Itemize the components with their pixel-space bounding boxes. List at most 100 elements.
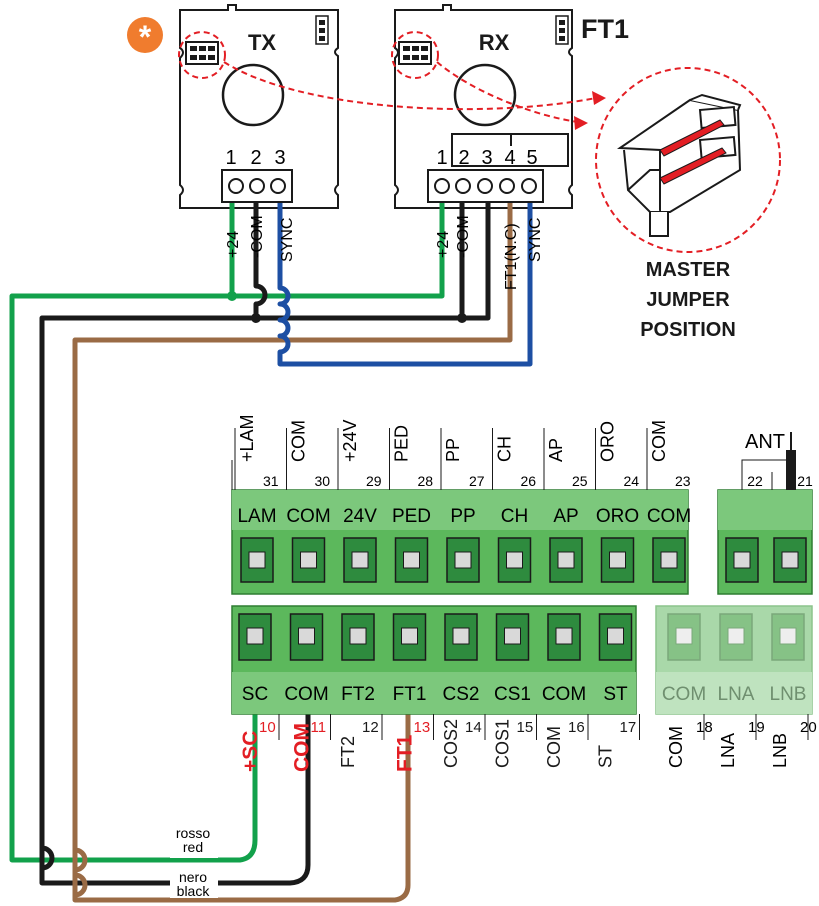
upper-terminal-number: 25 [572,473,588,489]
upper-terminal-slot [240,537,274,583]
black-wire [39,203,491,886]
upper-top-labels: +LAM31COM30+24V29PED28PP27CH26AP25ORO24C… [234,414,691,490]
faded-terminal-screw [779,627,797,645]
lower-terminal-number: 13 [414,719,431,736]
callout-arrowhead-2 [574,116,588,130]
lower-bottom-label: FT2 [338,736,358,768]
rx-screw-2 [455,178,471,194]
tx-jumper-header [185,41,219,65]
upper-face-label: PP [450,506,475,527]
rx-sensor-lens [453,63,517,127]
upper-terminal-screw [660,551,678,569]
faded-bottom-label: COM [666,726,686,768]
tx-wire-label-24: +24 [225,231,242,258]
black-junction-2 [457,313,467,323]
lower-bottom-label: COM [291,723,314,772]
upper-terminal-number: 26 [521,473,537,489]
jumper-caption-line3: POSITION [640,319,736,341]
faded-terminal-number: 18 [696,719,713,736]
rx-screw-5 [521,178,537,194]
upper-face-label: PED [392,506,431,527]
tx-wire-label-sync: SYNC [279,218,296,262]
rx-title: RX [479,30,510,55]
lower-terminal-number: 12 [362,719,379,736]
faded-bottom-label: LNA [718,733,738,768]
tx-jumper-highlight [178,31,226,79]
jumper-pins [659,119,727,185]
black-wire-tag-en: black [177,883,211,899]
upper-terminal-number: 27 [469,473,485,489]
lower-terminal-number: 15 [517,719,534,736]
rx-terminal-number-3: 3 [481,147,492,169]
lower-face-label: CS2 [443,684,480,705]
lower-face-label: COM [542,684,586,705]
upper-terminal-screw [248,551,266,569]
blue-wire [277,203,533,367]
faded-terminal-number: 20 [800,719,817,736]
black-wire-tag-it: nero [179,869,207,885]
jumper-detail-drawing [616,93,742,237]
upper-top-label: CH [495,436,515,462]
lower-terminal-screw [246,627,264,645]
tx-sensor-lens [221,63,285,127]
tx-terminal-number-1: 1 [225,147,236,169]
upper-terminal-number: 28 [418,473,434,489]
lower-terminal-number: 16 [568,719,585,736]
rx-screw-4 [499,178,515,194]
antenna-terminal-block: ANT 22 21 [717,431,813,595]
lower-bottom-label: COM [544,726,564,768]
rx-jumper-header [398,41,432,65]
rx-screw-1 [434,178,450,194]
star-badge-text: * [139,19,152,55]
black-junction-1 [251,313,261,323]
antenna-label: ANT [745,431,785,453]
jumper-caption-line1: MASTER [646,259,731,281]
lower-terminal-screw [555,627,573,645]
tx-screw-1 [228,178,244,194]
upper-face-label: 24V [343,506,377,527]
faded-terminal-screw [675,627,693,645]
rx-callout-arrow [436,61,579,123]
tx-terminal-number-2: 2 [250,147,261,169]
rx-screw-3 [477,178,493,194]
upper-top-label: PP [443,438,463,462]
lower-face-label: COM [284,684,328,705]
lower-bottom-label: COS1 [493,719,513,768]
upper-terminal-number: 29 [366,473,382,489]
lower-terminal-screw [452,627,470,645]
lower-terminal-screw [349,627,367,645]
faded-face-label: LNA [718,684,755,705]
lower-terminal-screw [607,627,624,645]
lower-terminal-number: 17 [620,719,637,736]
lower-terminal-number: 14 [465,719,482,736]
upper-face-label: COM [647,506,691,527]
lower-bottom-label: COS2 [441,719,461,768]
upper-top-label: +LAM [237,414,257,462]
rx-wire-label-sync: SYNC [527,218,544,262]
tx-screw-3 [270,178,286,194]
rx-wire-label-24: +24 [435,231,452,258]
jumper-zoom-circle [595,67,781,253]
red-wire-tag-en: red [183,839,203,855]
lower-face-label: CS1 [494,684,531,705]
upper-face-label: AP [553,506,578,527]
upper-face-label: LAM [237,506,276,527]
upper-top-label: COM [289,420,309,462]
note-badge: * [127,17,163,55]
green-junction [227,291,237,301]
jumper-caption-line2: JUMPER [646,289,730,311]
rx-terminal-number-2: 2 [458,147,469,169]
lower-face-label: FT2 [341,684,375,705]
lower-bottom-label: +SC [239,731,262,772]
upper-terminal-screw [454,551,472,569]
lower-face-label: ST [603,684,628,705]
tx-terminal-number-3: 3 [274,147,285,169]
upper-terminal-screw [300,551,317,569]
wires [9,203,533,903]
faded-bottom-label: LNB [770,733,790,768]
tx-title: TX [248,30,276,55]
